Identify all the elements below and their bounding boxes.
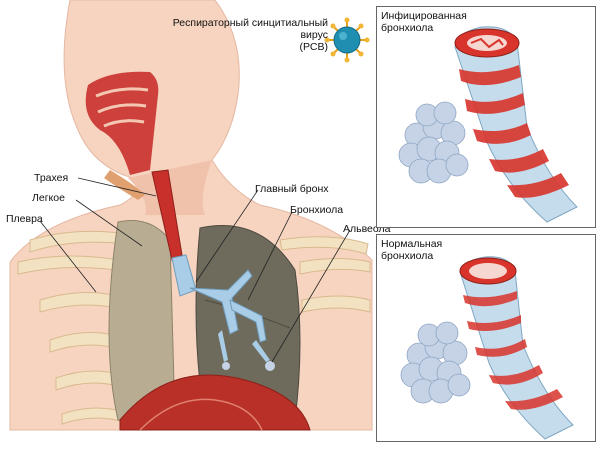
infected-panel-title: Инфицированная бронхиола bbox=[381, 10, 467, 34]
label-lung: Легкое bbox=[32, 192, 65, 204]
left-lung bbox=[108, 220, 176, 421]
normal-bronchiole-drawing bbox=[400, 256, 574, 440]
normal-bronchiole-panel: Нормальная бронхиола bbox=[376, 234, 596, 442]
virus-particle bbox=[324, 17, 370, 63]
label-pleura: Плевра bbox=[6, 213, 43, 225]
bronchial-tree bbox=[151, 169, 275, 371]
label-main-bronchus: Главный бронх bbox=[255, 183, 329, 195]
leader-lines bbox=[39, 177, 351, 363]
virus-caption: Респираторный синцитиальный вирус (РСВ) bbox=[172, 17, 328, 53]
right-lung bbox=[195, 225, 301, 421]
infected-bronchiole-drawing bbox=[398, 26, 578, 223]
label-bronchiole: Бронхиола bbox=[290, 204, 344, 216]
normal-panel-title: Нормальная бронхиола bbox=[381, 238, 443, 262]
upper-airway bbox=[85, 71, 159, 200]
infected-bronchiole-panel: Инфицированная бронхиола bbox=[376, 6, 596, 228]
lungs bbox=[108, 220, 301, 421]
label-trachea: Трахея bbox=[34, 172, 69, 184]
rib-cage bbox=[17, 230, 371, 425]
diaphragm bbox=[119, 374, 311, 431]
